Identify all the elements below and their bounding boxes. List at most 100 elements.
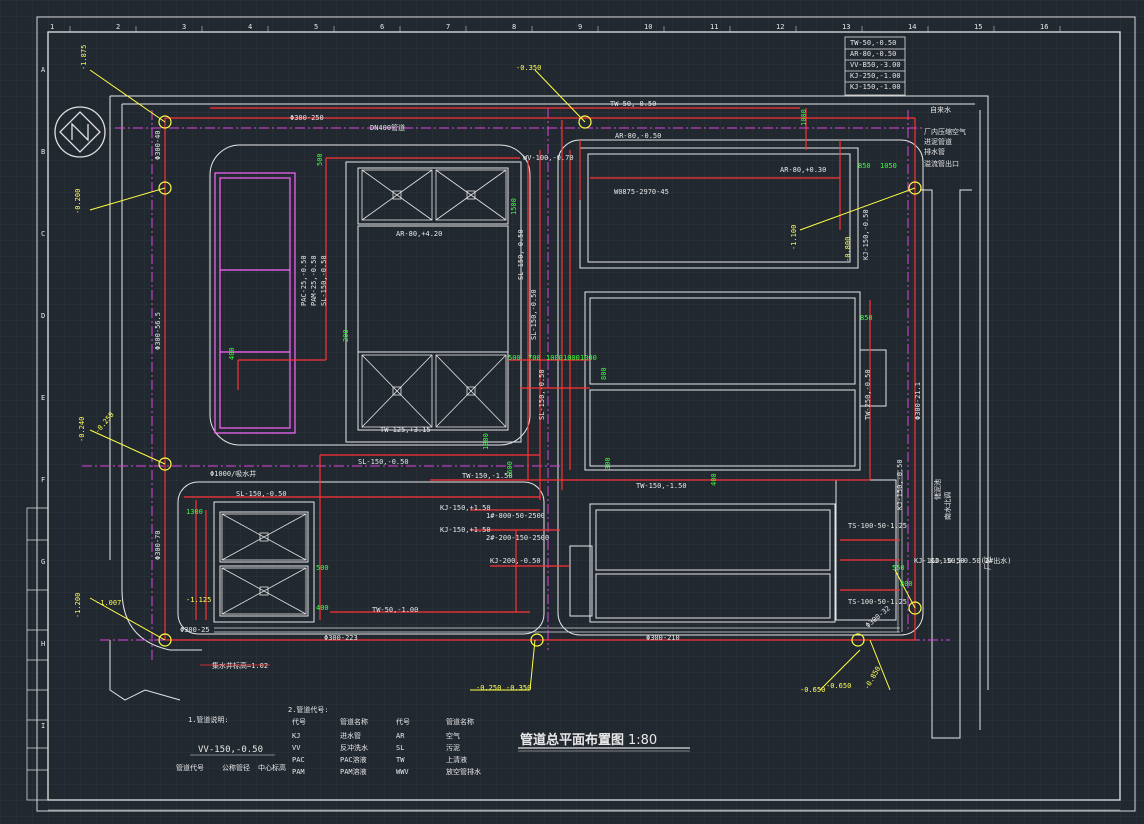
pipe-label: Φ300-223 <box>324 634 358 642</box>
dimension-label: 1000 <box>546 354 563 362</box>
annotation-label: 厂内压缩空气 <box>924 127 966 136</box>
dimension-label: 1050 <box>880 162 897 170</box>
ruler-top-label: 8 <box>512 23 516 31</box>
note1-part-1: 管道代号 <box>176 763 204 772</box>
pump-house <box>214 172 296 434</box>
title-strip <box>26 507 49 801</box>
north-arrow-icon <box>54 106 106 158</box>
pipe-label: SL-150,-0.50 <box>530 289 538 340</box>
note1-title: 1.管道说明: <box>188 715 229 724</box>
dimension-label: 400 <box>228 347 236 360</box>
sump-label: 集水井标高=1.02 <box>212 661 268 670</box>
table-cell: VV <box>292 744 301 752</box>
dimension-label: 700 <box>528 354 541 362</box>
table-cell: KJ <box>292 732 300 740</box>
manhole-icon <box>158 633 172 647</box>
table-header-cell: 代号 <box>396 717 410 726</box>
ruler-top-label: 3 <box>182 23 186 31</box>
tank-cell <box>435 354 507 428</box>
pipe-label: TW-150,-1.50 <box>636 482 687 490</box>
dimension-label: 1000 <box>563 354 580 362</box>
manhole-icon <box>578 115 592 129</box>
ruler-top-label: 12 <box>776 23 784 31</box>
annotation-label: 自来水 <box>930 105 951 114</box>
manhole-icon <box>908 601 922 615</box>
note1-part-2: 公称管径 <box>222 763 250 772</box>
dimension-label: 500 <box>508 354 521 362</box>
table-cell: 反冲洗水 <box>340 743 368 752</box>
annotation-label: 储泥池 <box>933 479 942 500</box>
ruler-side-label: A <box>41 66 46 74</box>
elevation-label: -0.350 <box>506 684 531 692</box>
pipe-label: Φ300-70 <box>154 530 162 560</box>
ruler-top-label: 7 <box>446 23 450 31</box>
pipe-label: KJ-150,+1.50 <box>440 504 491 512</box>
pipe-label: KJ-150,-0.50 <box>914 557 965 565</box>
table-cell: 上清液 <box>446 755 467 764</box>
annotation-label: 进泥管道 <box>924 137 952 146</box>
manhole-markers <box>158 115 922 647</box>
annotation-label: 厂区 <box>984 556 992 570</box>
dimension-label: 200 <box>342 329 350 342</box>
table-cell: PAM <box>292 768 305 776</box>
ruler-top-label: 10 <box>644 23 652 31</box>
note1-part-3: 中心标高 <box>258 763 286 772</box>
table-header-cell: 代号 <box>292 717 306 726</box>
pipe-label: SL-150,-0.50 <box>358 458 409 466</box>
annotation-label: 南水北调 <box>943 492 952 520</box>
pipe-label: TS-100-50-1.25 <box>848 522 907 530</box>
pipe-label: KJ-150,+1.50 <box>440 526 491 534</box>
elevation-label: -1.100 <box>790 225 798 250</box>
dimension-label: 1500 <box>510 198 518 215</box>
drawing-frame <box>36 16 1136 812</box>
pipe-label: Φ300-25 <box>180 626 210 634</box>
dimension-label: 400 <box>316 604 329 612</box>
pipe-label: TS-100-50-1.25 <box>848 598 907 606</box>
ruler-side-label: H <box>41 640 45 648</box>
pipe-label: Φ300-40 <box>154 130 162 160</box>
legend-entry: VV-B50,-3.00 <box>850 61 901 69</box>
pipe-label: PAC-25,-0.50 <box>300 255 308 306</box>
title-scale: 1:80 <box>628 733 657 748</box>
table-cell: SL <box>396 744 404 752</box>
dimension-label: 800 <box>600 367 608 380</box>
pipe-label: TW-150,-1.50 <box>462 472 513 480</box>
elevation-label: -1.007 <box>96 599 121 607</box>
pipe-label: 2#-200-150-2500 <box>486 534 549 542</box>
tank-cell <box>221 567 307 615</box>
dimension-label: 300 <box>604 457 612 470</box>
table-cell: WWV <box>396 768 409 776</box>
pipe-label: PAM-25,-0.50 <box>310 255 318 306</box>
drawing-title: 管道总平面布置图 1:80 <box>518 732 690 752</box>
manhole-icon <box>158 115 172 129</box>
note2-title: 2.管道代号: <box>288 705 329 714</box>
dimension-label: 400 <box>710 473 718 486</box>
annotation-label: 溢流管出口 <box>924 159 959 168</box>
table-cell: 污泥 <box>446 744 460 752</box>
ruler-top-label: 11 <box>710 23 718 31</box>
table-cell: 进水管 <box>340 731 361 740</box>
ruler-side-label: I <box>41 722 45 730</box>
notes-block: 1.管道说明: VV-150,-0.50 管道代号 公称管径 中心标高 2.管道… <box>176 661 329 772</box>
pipe-label: TW-50,-1.00 <box>372 606 418 614</box>
pipe-label: SL-150,-0.50 <box>538 369 546 420</box>
dimension-label: 800 <box>900 580 913 588</box>
leaders-yellow <box>89 69 916 691</box>
table-cell: 放空管排水 <box>446 767 481 776</box>
ruler-top-label: 16 <box>1040 23 1048 31</box>
elevation-label: -0.650 <box>826 682 851 690</box>
dimension-label: 500 <box>316 564 329 572</box>
elevation-label: -0.800 <box>844 237 852 262</box>
tank-cell <box>435 169 507 221</box>
ruler-top-label: 4 <box>248 23 252 31</box>
manhole-icon <box>158 457 172 471</box>
ruler-side-label: B <box>41 148 45 156</box>
manhole-icon <box>851 633 865 647</box>
pipe-label: AR-80,+0.30 <box>780 166 826 174</box>
pipe-label: SL-150,-0.50 <box>236 490 287 498</box>
elevation-label: -0.240 <box>78 417 86 442</box>
elevation-label: -1.200 <box>74 593 82 618</box>
